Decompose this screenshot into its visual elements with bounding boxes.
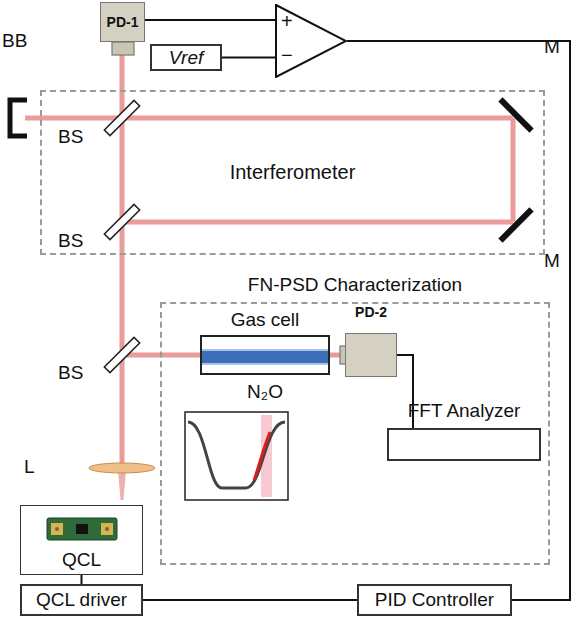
lens-label: L bbox=[24, 456, 35, 478]
node-label: PD-1 bbox=[107, 14, 139, 30]
photodetector: PD-1 bbox=[100, 2, 145, 42]
node-label: N₂O bbox=[182, 381, 348, 403]
laser-driver: QCL driver bbox=[20, 584, 143, 616]
beam-splitters bbox=[104, 100, 139, 372]
splitter-label: BS bbox=[58, 362, 83, 384]
qcl-chip bbox=[45, 512, 119, 546]
beam-splitter bbox=[104, 337, 139, 372]
photodetector: PD-2 bbox=[345, 333, 397, 377]
node-label: QCL bbox=[21, 549, 142, 571]
beam-block-label: BB bbox=[2, 30, 27, 52]
beam-splitter bbox=[104, 100, 139, 135]
lens bbox=[89, 463, 155, 473]
chip-pad bbox=[101, 523, 113, 535]
input-sign: − bbox=[281, 44, 293, 67]
mirror bbox=[498, 207, 533, 242]
slope-segment bbox=[254, 432, 270, 480]
splitter-label: BS bbox=[58, 126, 83, 148]
node-label: QCL driver bbox=[36, 589, 127, 611]
comparator-amplifier: +− bbox=[275, 4, 347, 78]
node-label: PD-2 bbox=[346, 304, 396, 320]
characterization-region: FN-PSD CharacterizationGas cellN₂OPD-2FF… bbox=[160, 302, 550, 565]
chip-hole bbox=[55, 527, 59, 531]
gas-cell: Gas cellN₂O bbox=[200, 335, 330, 375]
detector-mount bbox=[112, 42, 134, 55]
beam-block bbox=[10, 100, 27, 136]
inset-frame bbox=[185, 412, 288, 500]
splitter-label: BS bbox=[58, 230, 83, 252]
beam bbox=[122, 220, 513, 225]
chip-die bbox=[76, 524, 88, 534]
fft-analyzer: FFT Analyzer bbox=[387, 428, 541, 461]
mirrors bbox=[498, 97, 533, 242]
node-label: FFT Analyzer bbox=[389, 400, 539, 422]
chip-pad bbox=[51, 523, 63, 535]
chip-hole bbox=[105, 527, 109, 531]
mirror bbox=[498, 97, 533, 132]
node-label: Interferometer bbox=[230, 161, 356, 184]
signal-wire bbox=[81, 575, 83, 584]
converging-beam bbox=[118, 470, 126, 500]
absorption-line bbox=[188, 422, 285, 488]
node-label: Gas cell bbox=[182, 309, 348, 331]
node-label: Vref bbox=[169, 47, 204, 69]
mirror-label: M bbox=[544, 36, 560, 58]
pid-controller: PID Controller bbox=[357, 584, 512, 616]
reference-voltage: Vref bbox=[150, 44, 222, 71]
signal-wire bbox=[347, 41, 570, 600]
triangle-outline bbox=[276, 5, 346, 77]
input-sign: + bbox=[281, 10, 293, 33]
beam-splitter bbox=[104, 204, 139, 239]
gas-column bbox=[202, 349, 328, 365]
region-heading: FN-PSD Characterization bbox=[162, 274, 548, 296]
signal-wire bbox=[222, 57, 275, 59]
beam bbox=[25, 116, 513, 121]
chip-board bbox=[47, 518, 117, 540]
interferometer-region: Interferometer bbox=[40, 90, 545, 255]
laser-source: QCL bbox=[20, 505, 143, 575]
mirror-label: M bbox=[544, 250, 560, 272]
beam bbox=[511, 118, 516, 222]
absorption-inset bbox=[185, 412, 288, 500]
signal-wire bbox=[143, 599, 357, 601]
node-label: PID Controller bbox=[375, 589, 494, 611]
signal-wire bbox=[145, 19, 275, 21]
